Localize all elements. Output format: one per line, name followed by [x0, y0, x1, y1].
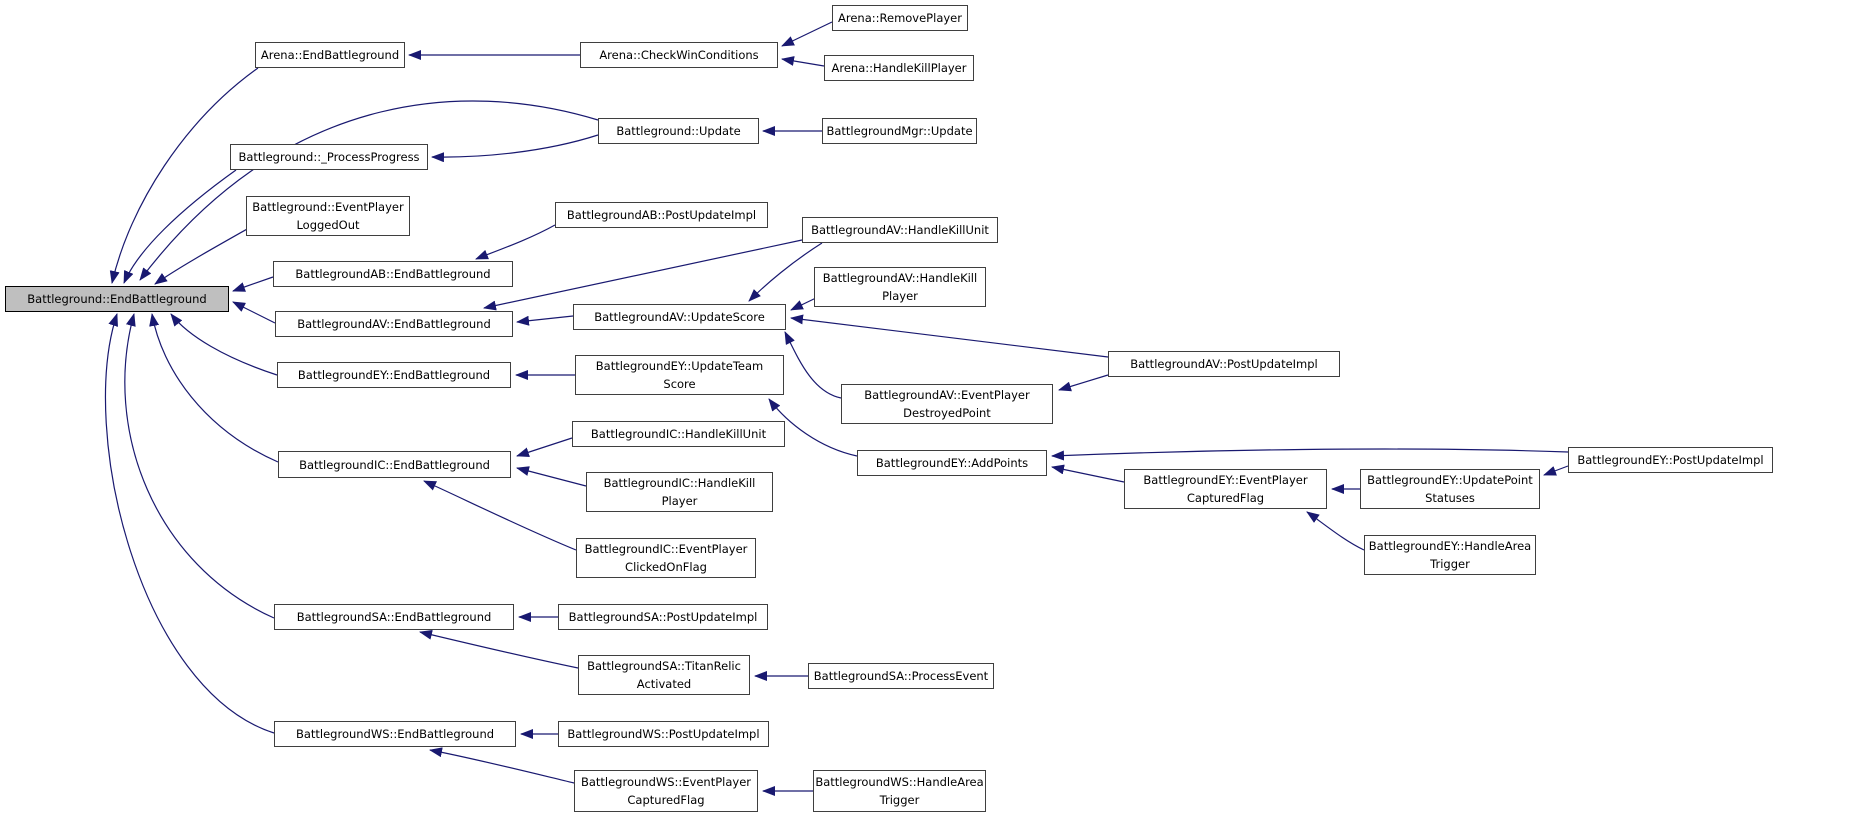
- graph-node-bg_process[interactable]: Battleground::_ProcessProgress: [230, 144, 428, 170]
- graph-node-ws_handlearea[interactable]: BattlegroundWS::HandleArea Trigger: [813, 770, 986, 812]
- edge-arena_remove-to-checkwin: [781, 21, 833, 47]
- edge-ic_killplayer-to-ic_end: [516, 466, 587, 487]
- graph-node-ey_post[interactable]: BattlegroundEY::PostUpdateImpl: [1568, 447, 1773, 473]
- edge-ws_end-to-main: [104, 313, 275, 734]
- graph-node-sa_end[interactable]: BattlegroundSA::EndBattleground: [274, 604, 514, 630]
- edge-arena_end-to-main: [109, 67, 259, 284]
- edge-ab_end-to-main: [232, 276, 274, 292]
- graph-node-arena_remove[interactable]: Arena::RemovePlayer: [832, 5, 968, 31]
- edge-ey_captured-to-ey_add: [1051, 464, 1125, 483]
- graph-node-ab_end[interactable]: BattlegroundAB::EndBattleground: [273, 261, 513, 287]
- edge-bg_loggedout-to-main: [154, 227, 250, 285]
- graph-node-sa_titan[interactable]: BattlegroundSA::TitanRelic Activated: [578, 655, 750, 695]
- edge-bg_process-to-main: [123, 169, 237, 284]
- graph-node-ab_post[interactable]: BattlegroundAB::PostUpdateImpl: [555, 202, 768, 228]
- graph-node-av_destroyed[interactable]: BattlegroundAV::EventPlayer DestroyedPoi…: [841, 384, 1053, 424]
- edge-ey_handlearea-to-ey_captured: [1306, 511, 1365, 551]
- graph-node-sa_post[interactable]: BattlegroundSA::PostUpdateImpl: [558, 604, 768, 630]
- graph-node-ey_updatepoint[interactable]: BattlegroundEY::UpdatePoint Statuses: [1360, 469, 1540, 509]
- graph-node-av_post[interactable]: BattlegroundAV::PostUpdateImpl: [1108, 351, 1340, 377]
- graph-node-ey_handlearea[interactable]: BattlegroundEY::HandleArea Trigger: [1364, 535, 1536, 575]
- edge-av_destroyed-to-av_updscore: [784, 331, 842, 399]
- edge-ab_post-to-ab_end: [475, 224, 556, 260]
- edge-bg_update-to-bg_process: [431, 134, 599, 163]
- edge-ic_clicked-to-ic_end: [423, 480, 577, 551]
- graph-node-arena_killplayer[interactable]: Arena::HandleKillPlayer: [824, 55, 974, 81]
- graph-node-ic_killplayer[interactable]: BattlegroundIC::HandleKill Player: [586, 472, 773, 512]
- graph-node-main[interactable]: Battleground::EndBattleground: [5, 286, 229, 312]
- edge-av_post-to-av_updscore: [790, 314, 1109, 358]
- edge-av_killplayer-to-av_updscore: [790, 296, 819, 311]
- edge-ey_post-to-ey_updatepoint: [1543, 465, 1569, 476]
- graph-node-av_end[interactable]: BattlegroundAV::EndBattleground: [275, 311, 513, 337]
- graph-node-ic_end[interactable]: BattlegroundIC::EndBattleground: [278, 451, 511, 478]
- graph-node-sa_processevent[interactable]: BattlegroundSA::ProcessEvent: [808, 663, 994, 689]
- edge-bg_update-to-main: [139, 100, 599, 281]
- edge-ic_end-to-main: [149, 313, 279, 463]
- graph-node-bg_loggedout[interactable]: Battleground::EventPlayer LoggedOut: [246, 196, 410, 236]
- edge-av_killunit-to-av_end: [483, 239, 803, 311]
- graph-node-ey_add[interactable]: BattlegroundEY::AddPoints: [857, 450, 1047, 476]
- graph-node-arena_end[interactable]: Arena::EndBattleground: [255, 42, 405, 68]
- graph-node-bg_update[interactable]: Battleground::Update: [598, 118, 759, 144]
- edge-ic_killunit-to-ic_end: [516, 437, 573, 458]
- edge-av_end-to-main: [232, 301, 276, 324]
- graph-node-ws_post[interactable]: BattlegroundWS::PostUpdateImpl: [558, 721, 769, 747]
- graph-node-av_updscore[interactable]: BattlegroundAV::UpdateScore: [573, 304, 786, 330]
- edge-ey_post-to-ey_add: [1051, 448, 1569, 461]
- graph-node-ey_teamscore[interactable]: BattlegroundEY::UpdateTeam Score: [575, 355, 784, 395]
- edge-ey_end-to-main: [170, 313, 278, 376]
- graph-node-checkwin[interactable]: Arena::CheckWinConditions: [580, 42, 778, 68]
- edge-arena_killplayer-to-checkwin: [781, 56, 825, 67]
- edge-ey_add-to-ey_teamscore: [768, 398, 858, 457]
- edge-av_post-to-av_destroyed: [1058, 374, 1109, 392]
- graph-node-ic_killunit[interactable]: BattlegroundIC::HandleKillUnit: [572, 421, 785, 447]
- graph-node-mgr_update[interactable]: BattlegroundMgr::Update: [822, 118, 977, 144]
- graph-node-av_killplayer[interactable]: BattlegroundAV::HandleKill Player: [814, 267, 986, 307]
- graph-node-ey_captured[interactable]: BattlegroundEY::EventPlayer CapturedFlag: [1124, 469, 1327, 509]
- edge-sa_end-to-main: [124, 313, 275, 619]
- graph-node-ws_end[interactable]: BattlegroundWS::EndBattleground: [274, 721, 516, 747]
- graph-node-av_killunit[interactable]: BattlegroundAV::HandleKillUnit: [802, 217, 998, 243]
- graph-node-ey_end[interactable]: BattlegroundEY::EndBattleground: [277, 362, 511, 388]
- graph-node-ic_clicked[interactable]: BattlegroundIC::EventPlayer ClickedOnFla…: [576, 538, 756, 578]
- edge-av_updscore-to-av_end: [516, 315, 574, 326]
- edge-sa_titan-to-sa_end: [419, 629, 579, 669]
- edge-ws_captured-to-ws_end: [429, 747, 575, 784]
- edge-av_killunit-to-av_updscore: [748, 242, 823, 302]
- graph-node-ws_captured[interactable]: BattlegroundWS::EventPlayer CapturedFlag: [574, 770, 758, 812]
